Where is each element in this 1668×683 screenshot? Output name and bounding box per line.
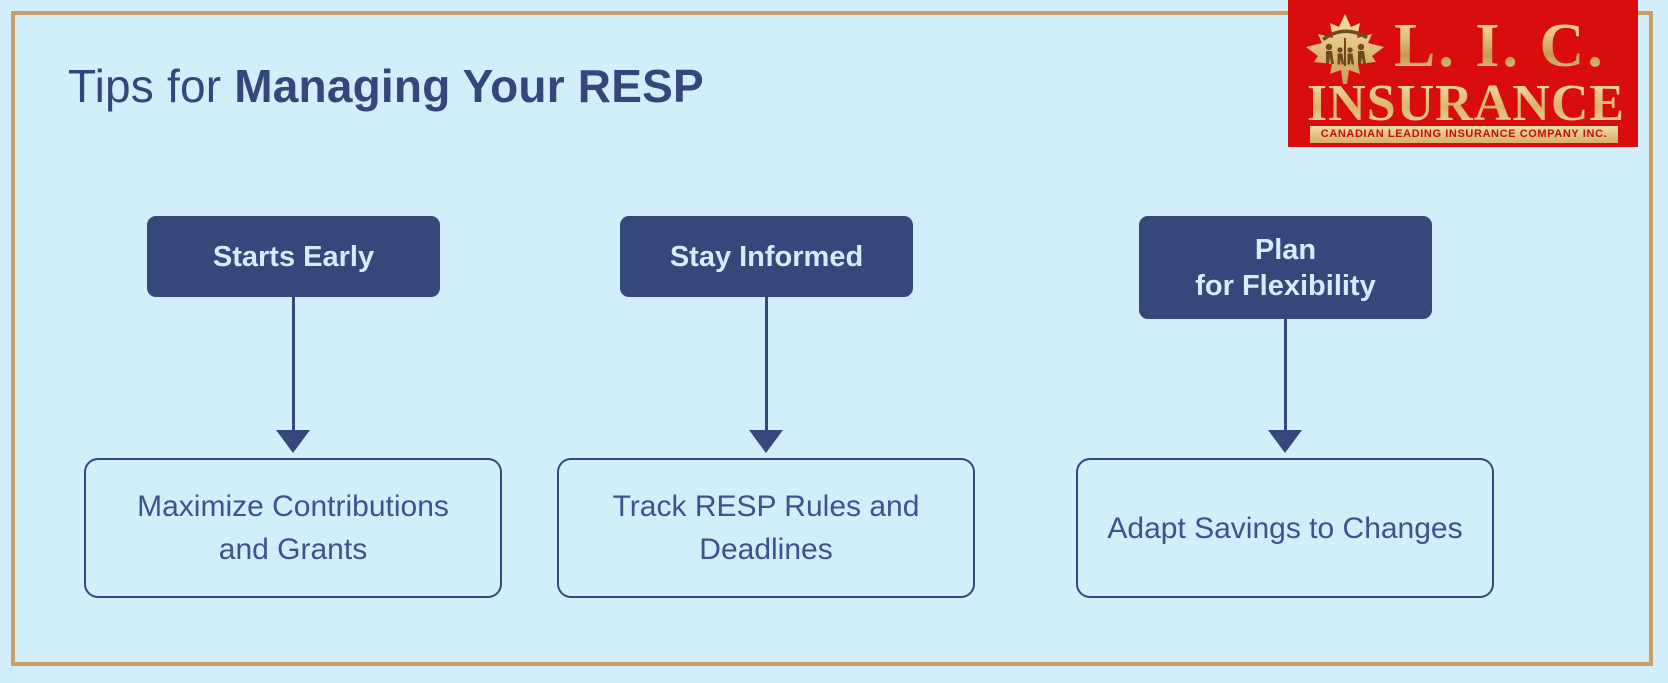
connector-line-2 bbox=[765, 297, 768, 430]
page-title: Tips for Managing Your RESP bbox=[68, 55, 704, 117]
connector-arrow-3 bbox=[1268, 430, 1302, 453]
card-body-text: Adapt Savings to Changes bbox=[1107, 511, 1463, 545]
logo-line-lic: L. I. C. bbox=[1394, 8, 1632, 84]
logo-line-insurance: INSURANCE bbox=[1294, 76, 1638, 132]
connector-line-3 bbox=[1284, 319, 1287, 430]
card-header-label: Plan for Flexibility bbox=[1195, 233, 1376, 302]
card-header-stay-informed[interactable]: Stay Informed bbox=[620, 216, 913, 297]
card-body-starts-early[interactable]: Maximize Contributions and Grants bbox=[84, 458, 502, 598]
card-header-label: Stay Informed bbox=[669, 240, 864, 273]
connector-line-1 bbox=[292, 297, 295, 430]
card-header-plan-for-flexibility[interactable]: Plan for Flexibility bbox=[1139, 216, 1432, 319]
maple-leaf-family-icon bbox=[1302, 12, 1388, 86]
card-header-label: Starts Early bbox=[212, 240, 375, 273]
connector-arrow-1 bbox=[276, 430, 310, 453]
card-body-text: Track RESP Rules and Deadlines bbox=[612, 490, 920, 566]
page-title-light: Tips for bbox=[68, 60, 235, 112]
lic-insurance-logo[interactable]: L. I. C. INSURANCE CANADIAN LEADING INSU… bbox=[1288, 0, 1638, 147]
logo-tagline: CANADIAN LEADING INSURANCE COMPANY INC. bbox=[1310, 126, 1618, 143]
page-title-bold: Managing Your RESP bbox=[234, 60, 704, 112]
connector-arrow-2 bbox=[749, 430, 783, 453]
card-body-stay-informed[interactable]: Track RESP Rules and Deadlines bbox=[557, 458, 975, 598]
card-header-starts-early[interactable]: Starts Early bbox=[147, 216, 440, 297]
card-body-plan-for-flexibility[interactable]: Adapt Savings to Changes bbox=[1076, 458, 1494, 598]
logo-inner: L. I. C. INSURANCE CANADIAN LEADING INSU… bbox=[1288, 0, 1638, 147]
card-body-text: Maximize Contributions and Grants bbox=[137, 490, 449, 566]
